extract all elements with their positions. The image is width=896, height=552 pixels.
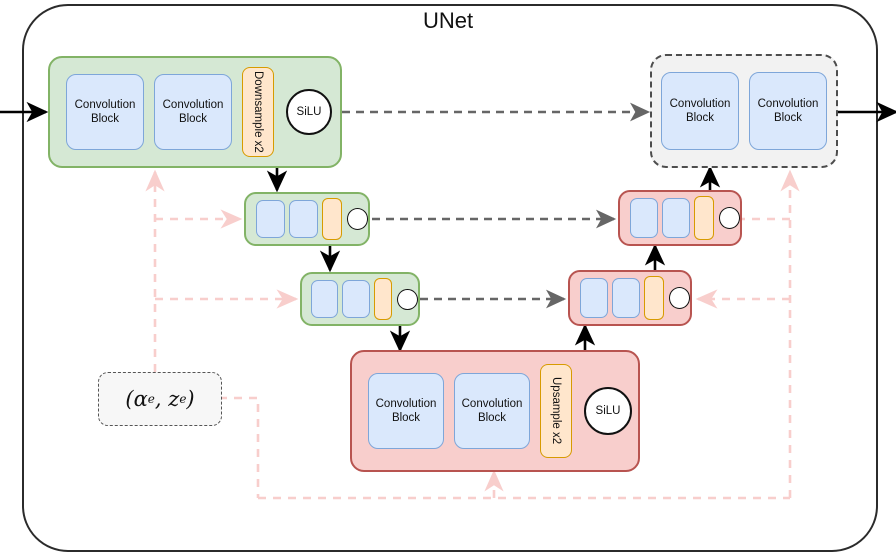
mini-upsample[interactable] <box>694 196 714 240</box>
encoder-conv-block-2[interactable]: Convolution Block <box>154 74 232 150</box>
output-conv-block-1[interactable]: Convolution Block <box>661 72 739 150</box>
downsample-label: Downsample x2 <box>252 71 264 153</box>
mini-conv-2[interactable] <box>342 280 370 318</box>
mini-conv-1[interactable] <box>311 280 339 318</box>
encoder-conv-block-1[interactable]: Convolution Block <box>66 74 144 150</box>
decoder-mini-block-2[interactable] <box>618 190 742 246</box>
upsample-label: Upsample x2 <box>550 377 562 445</box>
mini-conv-2[interactable] <box>289 200 319 238</box>
decoder-silu[interactable]: SiLU <box>584 387 632 435</box>
encoder-down-arrows <box>266 168 411 353</box>
z-sub: e <box>179 392 187 406</box>
alpha-sub: e <box>147 392 155 406</box>
mini-downsample[interactable] <box>373 278 393 320</box>
skip-connections <box>342 102 651 309</box>
mini-conv-2[interactable] <box>612 278 641 318</box>
unet-outer-frame <box>22 4 878 552</box>
upsample-x2[interactable]: Upsample x2 <box>540 364 572 458</box>
encoder-mini-block-2[interactable] <box>244 192 370 246</box>
encoder-block[interactable]: Convolution Block Convolution Block Down… <box>48 56 342 168</box>
encoder-mini-block-3[interactable] <box>300 272 420 326</box>
mini-silu[interactable] <box>346 208 368 230</box>
mini-upsample[interactable] <box>644 276 664 320</box>
mini-conv-1[interactable] <box>630 198 659 238</box>
mini-conv-1[interactable] <box>580 278 609 318</box>
mini-conv-2[interactable] <box>662 198 691 238</box>
mini-silu[interactable] <box>668 287 690 309</box>
output-block[interactable]: Convolution Block Convolution Block <box>650 54 838 168</box>
encoder-silu[interactable]: SiLU <box>286 89 332 135</box>
output-conv-block-2[interactable]: Convolution Block <box>749 72 827 150</box>
page-title: UNet <box>422 8 474 33</box>
mini-conv-1[interactable] <box>256 200 286 238</box>
alpha-symbol: α <box>133 387 148 411</box>
mini-silu[interactable] <box>397 288 418 310</box>
decoder-conv-block-1[interactable]: Convolution Block <box>368 373 444 449</box>
decoder-up-arrows <box>574 165 721 350</box>
decoder-conv-block-2[interactable]: Convolution Block <box>454 373 530 449</box>
z-symbol: z <box>168 387 180 411</box>
mini-downsample[interactable] <box>322 198 342 240</box>
decoder-block[interactable]: Convolution Block Convolution Block Upsa… <box>350 350 640 472</box>
downsample-x2[interactable]: Downsample x2 <box>242 67 274 157</box>
decoder-mini-block-3[interactable] <box>568 270 692 326</box>
mini-silu[interactable] <box>718 207 740 229</box>
